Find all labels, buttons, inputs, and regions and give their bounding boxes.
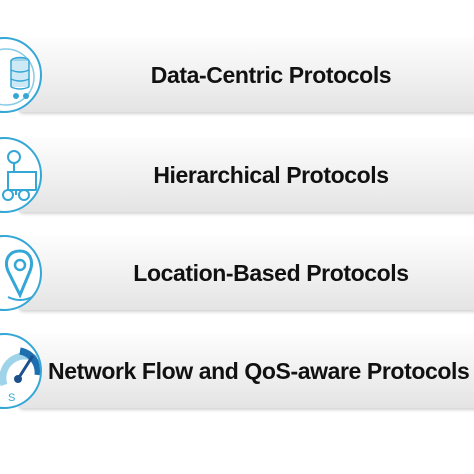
speedometer-icon: S xyxy=(0,333,42,409)
item-label: Location-Based Protocols xyxy=(133,259,409,286)
item-data-centric: Data-Centric Protocols xyxy=(0,37,474,113)
item-hierarchical: Hierarchical Protocols xyxy=(0,137,474,213)
item-network-flow-qos: Network Flow and QoS-aware Protocols S xyxy=(0,333,474,409)
item-location-based: Location-Based Protocols xyxy=(0,235,474,311)
item-label: Data-Centric Protocols xyxy=(150,61,392,88)
location-pin-icon xyxy=(0,235,42,311)
item-bar xyxy=(18,236,474,310)
item-label: Hierarchical Protocols xyxy=(153,161,389,188)
item-bar xyxy=(18,38,474,112)
item-label: Network Flow and QoS-aware Protocols xyxy=(48,357,470,384)
item-bar xyxy=(18,334,474,408)
database-icon xyxy=(0,37,42,113)
svg-text:S: S xyxy=(8,392,15,404)
hierarchy-icon xyxy=(0,137,42,213)
item-bar xyxy=(18,138,474,212)
